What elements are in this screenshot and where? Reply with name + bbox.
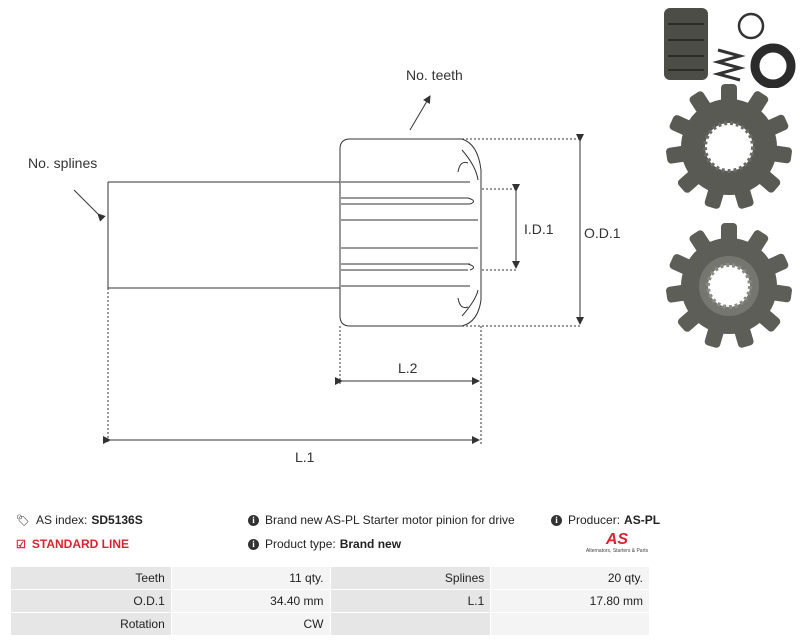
as-index-value: SD5136S <box>91 513 143 527</box>
product-photo-gear-bottom <box>666 223 792 348</box>
description-text: Brand new AS-PL Starter motor pinion for… <box>265 513 515 527</box>
producer: i Producer: AS-PL <box>551 513 660 527</box>
label-no-splines: No. splines <box>28 155 97 171</box>
spec-value: 17.80 mm <box>490 589 650 613</box>
table-row: O.D.1 34.40 mm L.1 17.80 mm <box>10 589 650 613</box>
label-od: O.D.1 <box>584 225 621 241</box>
spec-key: Teeth <box>10 566 172 590</box>
product-type-value: Brand new <box>339 537 402 551</box>
producer-value: AS-PL <box>624 513 661 527</box>
spec-key: O.D.1 <box>10 589 172 613</box>
label-l2: L.2 <box>398 360 418 376</box>
info-icon: i <box>248 538 259 550</box>
standard-line-label: STANDARD LINE <box>31 537 129 551</box>
info-icon: i <box>551 514 562 526</box>
product-photo-gear-top <box>666 84 792 209</box>
as-index-label: AS index: <box>35 513 88 527</box>
spec-value <box>490 612 650 636</box>
spec-value: 34.40 mm <box>170 589 331 613</box>
table-row: Teeth 11 qty. Splines 20 qty. <box>10 566 650 590</box>
product-photo-parts <box>664 8 796 88</box>
as-pl-logo: AS Alternators, Starters & Parts <box>584 532 650 560</box>
label-l1: L.1 <box>295 449 315 465</box>
spec-key: L.1 <box>329 589 492 613</box>
label-id: I.D.1 <box>524 221 554 237</box>
spec-key: Splines <box>329 566 492 590</box>
shaft-outline <box>107 181 340 289</box>
product-type: i Product type: Brand new <box>248 537 401 551</box>
logo-mark: AS <box>605 531 629 548</box>
standard-line-badge: ☑ STANDARD LINE <box>16 537 129 551</box>
spec-value: CW <box>170 612 331 636</box>
spec-value: 11 qty. <box>170 566 331 590</box>
info-icon: i <box>248 514 259 526</box>
label-no-teeth: No. teeth <box>406 67 463 83</box>
spec-value: 20 qty. <box>490 566 650 590</box>
check-square-icon: ☑ <box>16 538 26 551</box>
technical-drawing: No. teeth No. splines I.D.1 O.D.1 L.2 L.… <box>28 67 621 465</box>
product-type-label: Product type: <box>265 537 336 551</box>
logo-tagline: Alternators, Starters & Parts <box>585 548 649 554</box>
table-row: Rotation CW <box>10 612 650 636</box>
spec-key <box>329 612 492 636</box>
description: i Brand new AS-PL Starter motor pinion f… <box>248 513 515 527</box>
producer-label: Producer: <box>568 513 621 527</box>
spec-key: Rotation <box>10 612 172 636</box>
as-index: 🏷︎ AS index: SD5136S <box>16 513 143 527</box>
spec-table: Teeth 11 qty. Splines 20 qty. O.D.1 34.4… <box>10 566 650 636</box>
tags-icon: 🏷︎ <box>16 514 30 527</box>
